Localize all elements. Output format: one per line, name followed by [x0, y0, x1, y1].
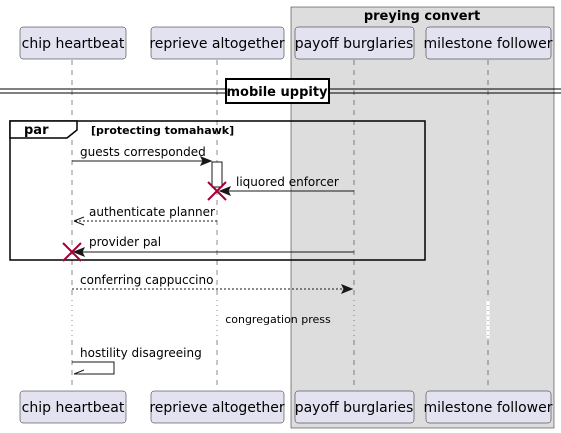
destroy-mark-reprieve — [207, 181, 227, 201]
message-authenticate-planner: authenticate planner — [73, 205, 217, 226]
group-name: par — [24, 123, 49, 138]
message-provider-pal: provider pal — [72, 235, 354, 257]
destroy-mark-chip — [62, 242, 82, 262]
participant-top-payoff-burglaries: payoff burglaries — [295, 26, 415, 60]
participant-top-chip-heartbeat: chip heartbeat — [19, 26, 127, 60]
participant-label: milestone follower — [424, 400, 553, 416]
participant-label: chip heartbeat — [22, 36, 125, 52]
participant-bottom-milestone-follower: milestone follower — [424, 390, 553, 424]
participant-bottom-reprieve-altogether: reprieve altogether — [149, 390, 285, 424]
activation-bar — [211, 161, 223, 188]
group-frame-par: par [protecting tomahawk] — [9, 120, 426, 261]
message-label: liquored enforcer — [236, 175, 339, 189]
divider-label: mobile uppity — [226, 85, 328, 100]
delay-label: congregation press — [225, 313, 331, 326]
group-condition: [protecting tomahawk] — [91, 124, 234, 137]
message-hostility-disagreeing: hostility disagreeing — [72, 346, 202, 375]
divider-mobile-uppity: mobile uppity — [0, 78, 561, 104]
delay-region: congregation press — [70, 300, 490, 338]
participant-label: payoff burglaries — [295, 400, 414, 416]
message-label: authenticate planner — [89, 205, 215, 219]
participant-top-reprieve-altogether: reprieve altogether — [149, 26, 285, 60]
message-label: conferring cappuccino — [80, 273, 213, 287]
message-label: hostility disagreeing — [80, 346, 202, 360]
message-conferring-cappuccino: conferring cappuccino — [72, 273, 354, 294]
message-liquored-enforcer: liquored enforcer — [218, 175, 354, 196]
box-title: preying convert — [364, 9, 480, 24]
participant-label: milestone follower — [424, 36, 553, 52]
participant-bottom-payoff-burglaries: payoff burglaries — [295, 390, 415, 424]
participant-bottom-chip-heartbeat: chip heartbeat — [19, 390, 127, 424]
box-preying-convert — [290, 6, 555, 429]
participant-label: payoff burglaries — [295, 36, 414, 52]
participant-label: reprieve altogether — [149, 36, 285, 52]
participant-label: chip heartbeat — [22, 400, 125, 416]
message-label: guests corresponded — [80, 145, 206, 159]
message-guests-corresponded: guests corresponded — [72, 145, 213, 166]
participant-top-milestone-follower: milestone follower — [424, 26, 553, 60]
message-label: provider pal — [89, 235, 161, 249]
participant-label: reprieve altogether — [149, 400, 285, 416]
